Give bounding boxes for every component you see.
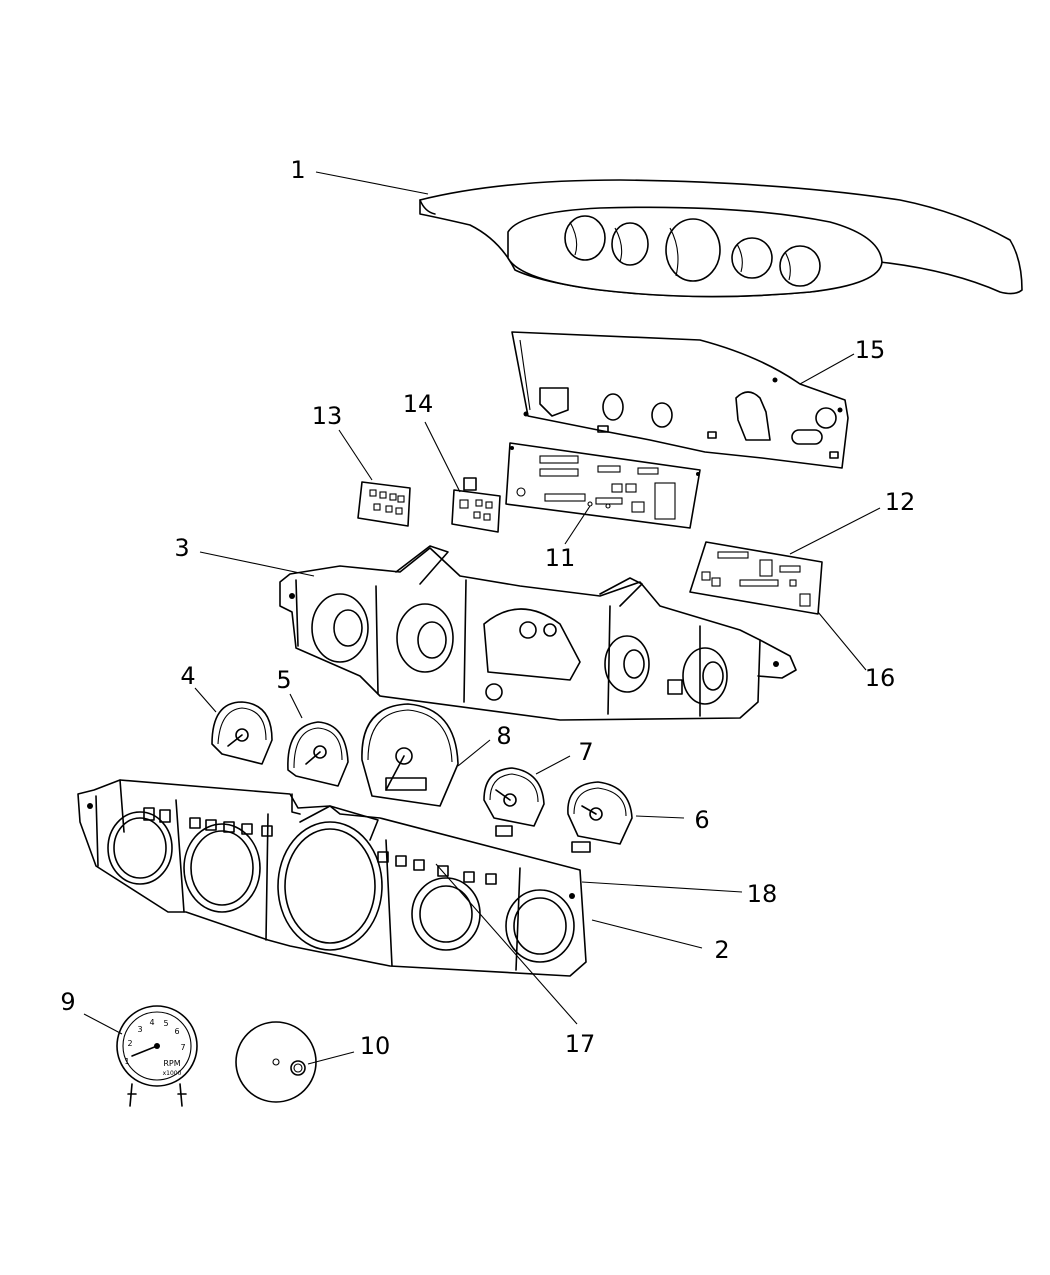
callout-labels: 1 15 13 14 12 11 3 16 4 5 8 7 6 18 2 17 …: [60, 156, 915, 1060]
callout-8: 8: [496, 722, 511, 750]
part-1-cluster-bezel: [419, 179, 1023, 298]
part-6-gauge: [567, 781, 633, 853]
tach-number-6: 6: [174, 1027, 179, 1036]
leader-lines: [83, 171, 881, 1065]
callout-5: 5: [276, 666, 291, 694]
tach-number-4: 4: [149, 1018, 154, 1027]
callout-7: 7: [578, 738, 593, 766]
part-3-rear-housing: [279, 545, 797, 721]
tach-number-7: 7: [180, 1043, 185, 1052]
tach-number-2: 2: [127, 1039, 132, 1048]
callout-12: 12: [885, 488, 916, 516]
part-8-speedometer: [361, 703, 459, 807]
callout-10: 10: [360, 1032, 391, 1060]
part-5-gauge: [287, 721, 349, 787]
callout-13: 13: [312, 402, 343, 430]
tach-multiplier-label: x1000: [163, 1070, 182, 1077]
callout-6: 6: [694, 806, 709, 834]
tach-number-5: 5: [163, 1019, 168, 1028]
tach-unit-label: RPM: [163, 1059, 180, 1068]
part-12-circuit-board: [689, 541, 823, 615]
callout-18: 18: [747, 880, 778, 908]
front-housing-gauge-openings: [107, 811, 575, 963]
part-14-small-board: [451, 477, 501, 533]
callout-2: 2: [714, 936, 729, 964]
callout-14: 14: [403, 390, 434, 418]
rear-housing-gauge-holes: [311, 593, 728, 705]
part-2-front-housing: [77, 779, 587, 977]
callout-1: 1: [290, 156, 305, 184]
part-7-gauge: [483, 767, 545, 837]
callout-9: 9: [60, 988, 75, 1016]
bezel-openings: [564, 215, 821, 287]
callout-4: 4: [180, 662, 195, 690]
tach-number-3: 3: [137, 1025, 142, 1034]
callout-16: 16: [865, 664, 896, 692]
callout-15: 15: [855, 336, 886, 364]
callout-11: 11: [545, 544, 576, 572]
part-9-tachometer: 1 2 3 4 5 6 7 RPM x1000: [116, 1005, 198, 1107]
callout-17: 17: [565, 1030, 596, 1058]
callout-3: 3: [174, 534, 189, 562]
part-10-cover-disc: [235, 1021, 317, 1103]
part-13-small-board: [357, 481, 411, 527]
part-11-circuit-board: [505, 442, 701, 529]
tach-number-1: 1: [124, 1057, 129, 1066]
part-15-rear-panel: [511, 331, 849, 469]
part-4-gauge: [211, 701, 273, 765]
